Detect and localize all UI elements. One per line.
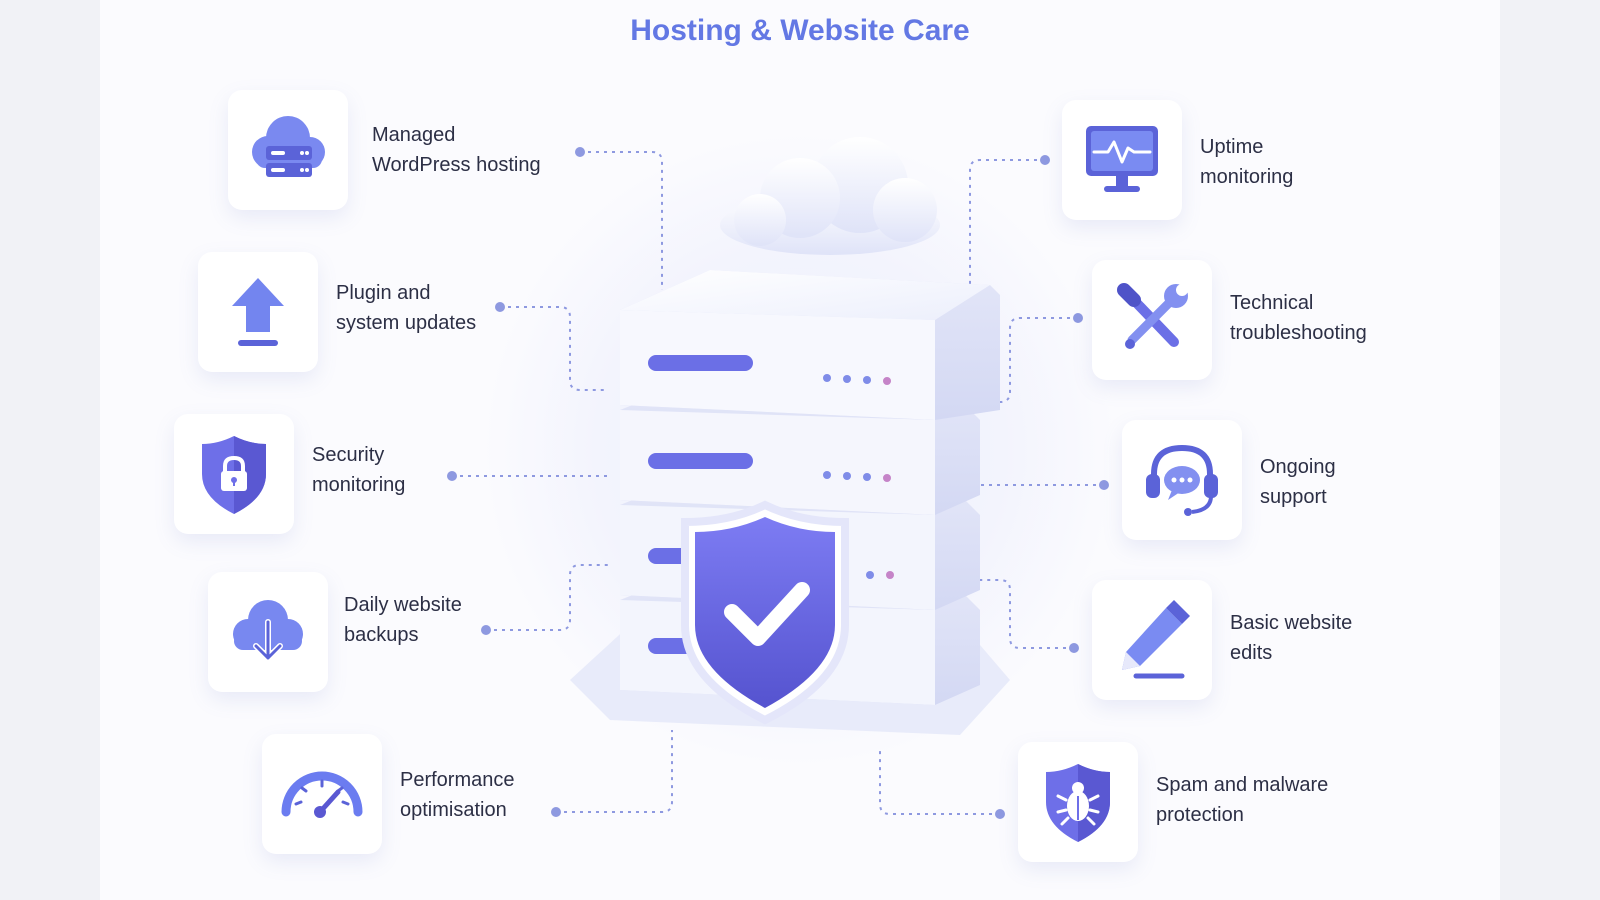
- cloud-download-icon: [233, 600, 303, 661]
- tile-plugin-and-system-updates: [198, 252, 318, 372]
- tile-technical-troubleshooting: [1092, 260, 1212, 380]
- shield-lock-icon: [202, 436, 266, 514]
- monitor-heartbeat-icon: [1086, 126, 1158, 192]
- connector-managed-wordpress-hosting: [580, 151, 663, 290]
- server-unit-1: [620, 270, 1000, 420]
- connector-daily-website-backups: [486, 564, 608, 631]
- connector-dot: [1069, 643, 1079, 653]
- connector-dot: [995, 809, 1005, 819]
- cloud-server-icon: [252, 116, 325, 177]
- connector-dot: [447, 471, 457, 481]
- connector-basic-website-edits: [980, 579, 1074, 649]
- shield-bug-icon: [1046, 764, 1110, 842]
- tile-ongoing-support: [1122, 420, 1242, 540]
- connector-dot: [1040, 155, 1050, 165]
- connector-dot: [1073, 313, 1083, 323]
- tile-basic-website-edits: [1092, 580, 1212, 700]
- server-unit-2: [620, 390, 980, 515]
- tile-security-monitoring: [174, 414, 294, 534]
- infographic-canvas: Hosting & Website Care: [100, 0, 1500, 900]
- tile-daily-website-backups: [208, 572, 328, 692]
- headset-chat-icon: [1146, 444, 1218, 516]
- wrench-screwdriver-icon: [1117, 283, 1188, 349]
- tile-performance-optimisation: [262, 734, 382, 854]
- upload-arrow-icon: [232, 278, 284, 346]
- pencil-icon: [1122, 600, 1190, 679]
- connector-technical-troubleshooting: [980, 317, 1078, 403]
- server-stack-shield-check-icon: [570, 137, 1010, 735]
- connector-dot: [495, 302, 505, 312]
- connector-performance-optimisation: [556, 730, 673, 813]
- connector-lines: [447, 147, 1109, 819]
- tile-spam-and-malware-protection: [1018, 742, 1138, 862]
- speedometer-icon: [281, 771, 363, 818]
- connector-dot: [481, 625, 491, 635]
- tile-uptime-monitoring: [1062, 100, 1182, 220]
- connector-uptime-monitoring: [969, 159, 1045, 285]
- cloud-icon: [720, 137, 940, 255]
- page-title: Hosting & Website Care: [630, 14, 970, 47]
- shield-check-icon: [681, 500, 849, 725]
- connector-dot: [575, 147, 585, 157]
- tile-managed-wordpress-hosting: [228, 90, 348, 210]
- connector-dot: [1099, 480, 1109, 490]
- connector-dot: [551, 807, 561, 817]
- connector-plugin-and-system-updates: [500, 306, 608, 391]
